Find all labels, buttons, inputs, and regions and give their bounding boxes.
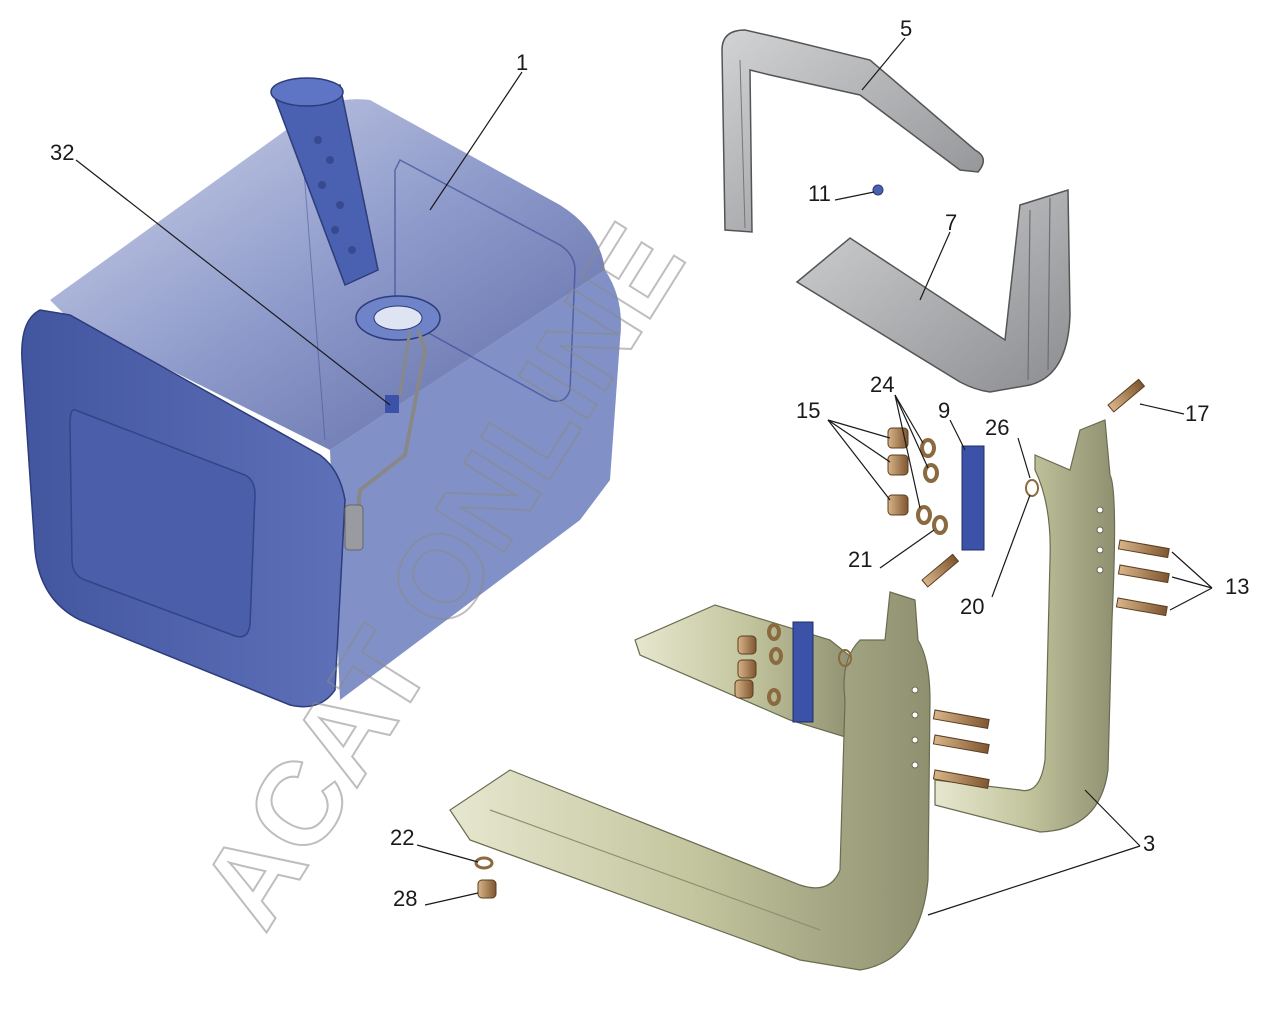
nuts-15	[734, 427, 909, 699]
callout-17: 17	[1185, 401, 1209, 426]
small-bolt	[872, 184, 884, 196]
callout-11: 11	[808, 181, 831, 206]
callout-22: 22	[390, 825, 414, 850]
callout-5: 5	[900, 16, 912, 41]
callout-32: 32	[50, 140, 74, 165]
callout-24: 24	[870, 372, 894, 397]
callout-1: 1	[516, 50, 528, 75]
washers-24	[767, 438, 948, 706]
callout-13: 13	[1225, 574, 1249, 599]
leader-lines	[75, 37, 1213, 916]
callout-7: 7	[945, 210, 957, 235]
callout-26: 26	[985, 415, 1009, 440]
bolt-21	[921, 553, 960, 588]
bracket-front	[449, 591, 931, 971]
nut-28	[477, 879, 497, 899]
bolts-13	[932, 539, 1170, 789]
fuel-tank	[21, 77, 621, 708]
plates-9	[792, 445, 985, 723]
washer-22	[474, 856, 494, 870]
callout-20: 20	[960, 594, 984, 619]
callout-28: 28	[393, 886, 417, 911]
strap-lower	[795, 188, 1071, 393]
clip-26	[838, 479, 1039, 667]
callout-21: 21	[848, 547, 872, 572]
callout-9: 9	[938, 398, 950, 423]
strap-upper	[721, 29, 984, 233]
callout-3: 3	[1143, 831, 1155, 856]
callout-15: 15	[796, 398, 820, 423]
callout-labels: 1 32 5 11 7 24 15 9 26 17 21 13 20 3 22 …	[50, 16, 1249, 911]
bolt-17	[1107, 378, 1146, 413]
bracket-right	[934, 419, 1116, 833]
